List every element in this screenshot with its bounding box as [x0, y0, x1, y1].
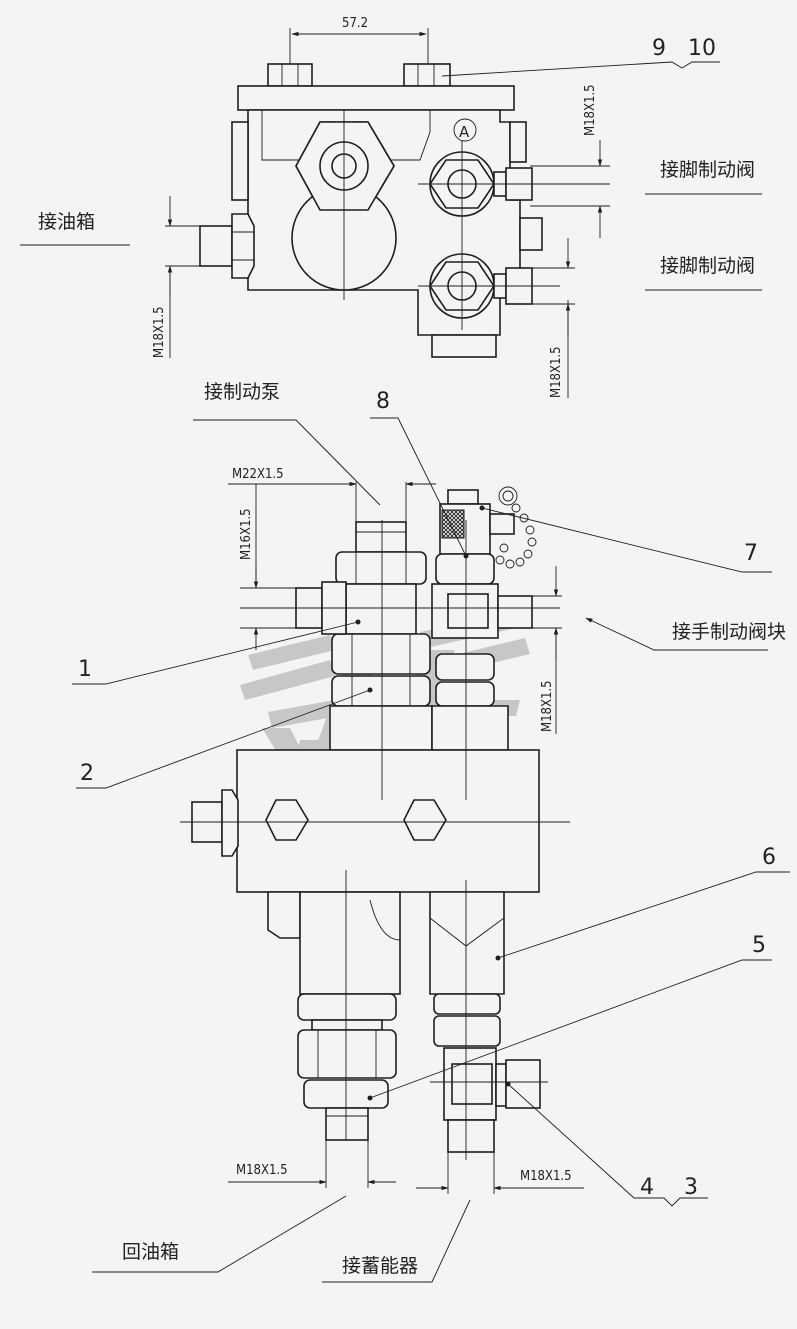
cap-chain	[495, 486, 537, 569]
callout-1: 1	[78, 657, 92, 682]
leader-hand-valve-block	[585, 617, 768, 651]
return-nut-1	[297, 993, 397, 1021]
leader-8	[370, 417, 467, 557]
leader-3-4	[507, 1083, 708, 1207]
callout-10: 10	[688, 36, 716, 61]
dim-return-port: M18X1.5	[236, 1163, 288, 1178]
leader-to-accumulator	[322, 1199, 471, 1283]
block-bolt-left	[265, 799, 309, 841]
acc-port-fitting	[447, 1119, 495, 1153]
callout-8: 8	[376, 389, 390, 414]
dim-57-2: 57.2	[342, 16, 368, 31]
leader-9-10	[441, 61, 720, 77]
nut-3	[331, 675, 431, 707]
leader-7	[481, 507, 772, 573]
tank-fitting-left	[199, 225, 233, 267]
top-bolt-right	[403, 63, 451, 87]
dim-foot-valve-lower: M18X1.5	[549, 346, 564, 398]
pump-port-fitting	[355, 521, 407, 553]
callout-2: 2	[80, 761, 94, 786]
leader-5	[369, 959, 772, 1099]
leader-6	[497, 871, 790, 959]
leader-1	[72, 621, 359, 685]
leader-2	[76, 689, 371, 789]
label-to-tank: 接油箱	[38, 211, 95, 233]
dim-pump-port: M22X1.5	[232, 467, 284, 482]
view-a-marker	[453, 118, 477, 142]
return-valve-body	[299, 891, 401, 995]
hand-valve-port	[497, 595, 533, 629]
acc-side-port	[505, 1059, 541, 1109]
item6-body	[429, 891, 505, 995]
view-a-label: A	[459, 123, 470, 141]
nut-right-1	[435, 553, 495, 585]
acc-nut-2	[433, 1015, 501, 1047]
return-nut-2	[297, 1029, 397, 1079]
callout-3: 3	[684, 1175, 698, 1200]
nut-right-2	[435, 653, 495, 681]
dim-foot-valve-upper: M18X1.5	[583, 84, 598, 136]
nut-1	[335, 551, 427, 585]
front-view: M22X1.5 M16X1.5 M18X1.5 M18X1.5 M18X1.5	[180, 467, 584, 1194]
hand-valve-cap	[447, 489, 479, 505]
top-view: 57.2	[152, 16, 610, 398]
block-bolt-right	[403, 799, 447, 841]
callout-9: 9	[652, 36, 666, 61]
hatched-plug	[441, 509, 465, 539]
leader-brake-pump	[193, 419, 381, 506]
acc-nut-1	[433, 993, 501, 1015]
label-return-to-tank: 回油箱	[122, 1241, 179, 1263]
label-brake-pump: 接制动泵	[204, 381, 280, 403]
right-boss	[509, 121, 527, 163]
dim-accumulator-port: M18X1.5	[520, 1169, 572, 1184]
top-plate	[237, 85, 515, 111]
nut-2	[331, 633, 431, 675]
dim-tank-port: M18X1.5	[152, 306, 167, 358]
left-boss	[231, 121, 249, 201]
label-foot-valve-1: 接脚制动阀	[660, 159, 755, 181]
bottom-stub	[431, 334, 497, 358]
label-hand-valve-block: 接手制动阀块	[672, 621, 786, 643]
callout-5: 5	[752, 933, 766, 958]
callout-6: 6	[762, 845, 776, 870]
dim-hand-valve-port: M18X1.5	[540, 680, 555, 732]
nut-right-3	[435, 681, 495, 707]
return-port-fitting	[325, 1107, 369, 1141]
label-foot-valve-2: 接脚制动阀	[660, 255, 755, 277]
top-bolt-left	[267, 63, 313, 87]
label-to-accumulator: 接蓄能器	[342, 1255, 418, 1277]
callout-4: 4	[640, 1175, 654, 1200]
dim-side-port: M16X1.5	[239, 508, 254, 560]
callout-7: 7	[744, 541, 758, 566]
leader-return-to-tank	[92, 1195, 347, 1273]
